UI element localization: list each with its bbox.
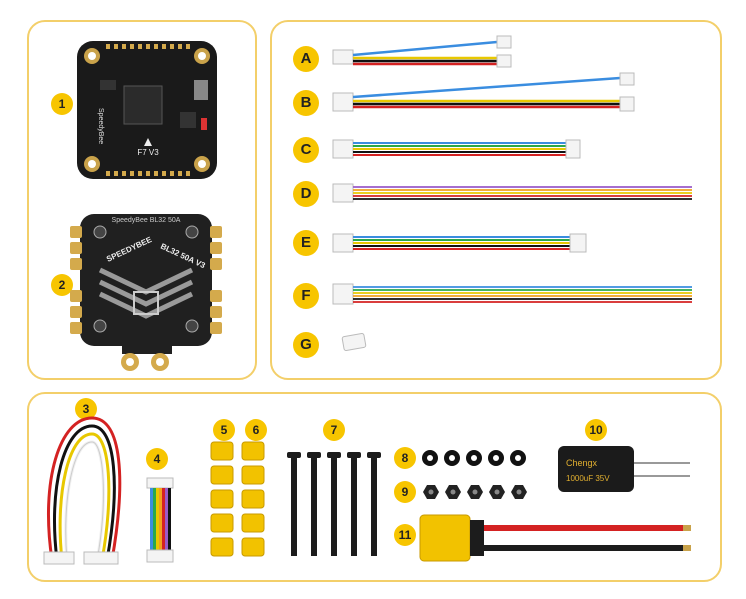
ribbon-cable-4 (146, 477, 174, 563)
cable-d (332, 183, 692, 203)
item-badge-2: 2 (51, 274, 73, 296)
item-badge-6: 6 (245, 419, 267, 441)
item-badge-1: 1 (51, 93, 73, 115)
cable-letter-f: F (293, 283, 319, 309)
item-badge-7: 7 (323, 419, 345, 441)
item-badge-8: 8 (394, 447, 416, 469)
screws-7 (287, 452, 381, 556)
esc-header-text: SpeedyBee BL32 50A (112, 217, 181, 224)
item-badge-9: 9 (394, 481, 416, 503)
fc-version-text: F7 V3 (137, 148, 159, 157)
fc-brand-text: SpeedyBee (97, 108, 104, 144)
flight-controller-board: SpeedyBee F7 V3 (77, 41, 217, 179)
wire-harness-3 (43, 416, 122, 565)
item-badge-3: 3 (75, 398, 97, 420)
washers-8 (422, 450, 526, 466)
cable-e (332, 233, 587, 253)
grommets-5-6 (210, 441, 265, 557)
cable-letter-g: G (293, 332, 319, 358)
cable-letter-d: D (293, 181, 319, 207)
cable-c (332, 139, 581, 159)
cable-b (332, 72, 635, 112)
capacitor-rating-text: 1000uF 35V (566, 474, 610, 483)
cable-f (332, 283, 692, 305)
cable-letter-b: B (293, 90, 319, 116)
cable-letter-e: E (293, 230, 319, 256)
cable-a (332, 35, 512, 68)
cable-letter-a: A (293, 46, 319, 72)
cable-letter-c: C (293, 137, 319, 163)
connector-g (341, 333, 367, 351)
capacitor-10: Chengx 1000uF 35V (558, 446, 690, 492)
xt60-power-lead-11 (419, 514, 691, 562)
item-badge-10: 10 (585, 419, 607, 441)
esc-board: SpeedyBee BL32 50A SPEEDYBEE BL32 50A V3 (70, 214, 222, 371)
item-badge-4: 4 (146, 448, 168, 470)
capacitor-brand-text: Chengx (566, 458, 598, 468)
item-badge-5: 5 (213, 419, 235, 441)
item-badge-11: 11 (394, 524, 416, 546)
